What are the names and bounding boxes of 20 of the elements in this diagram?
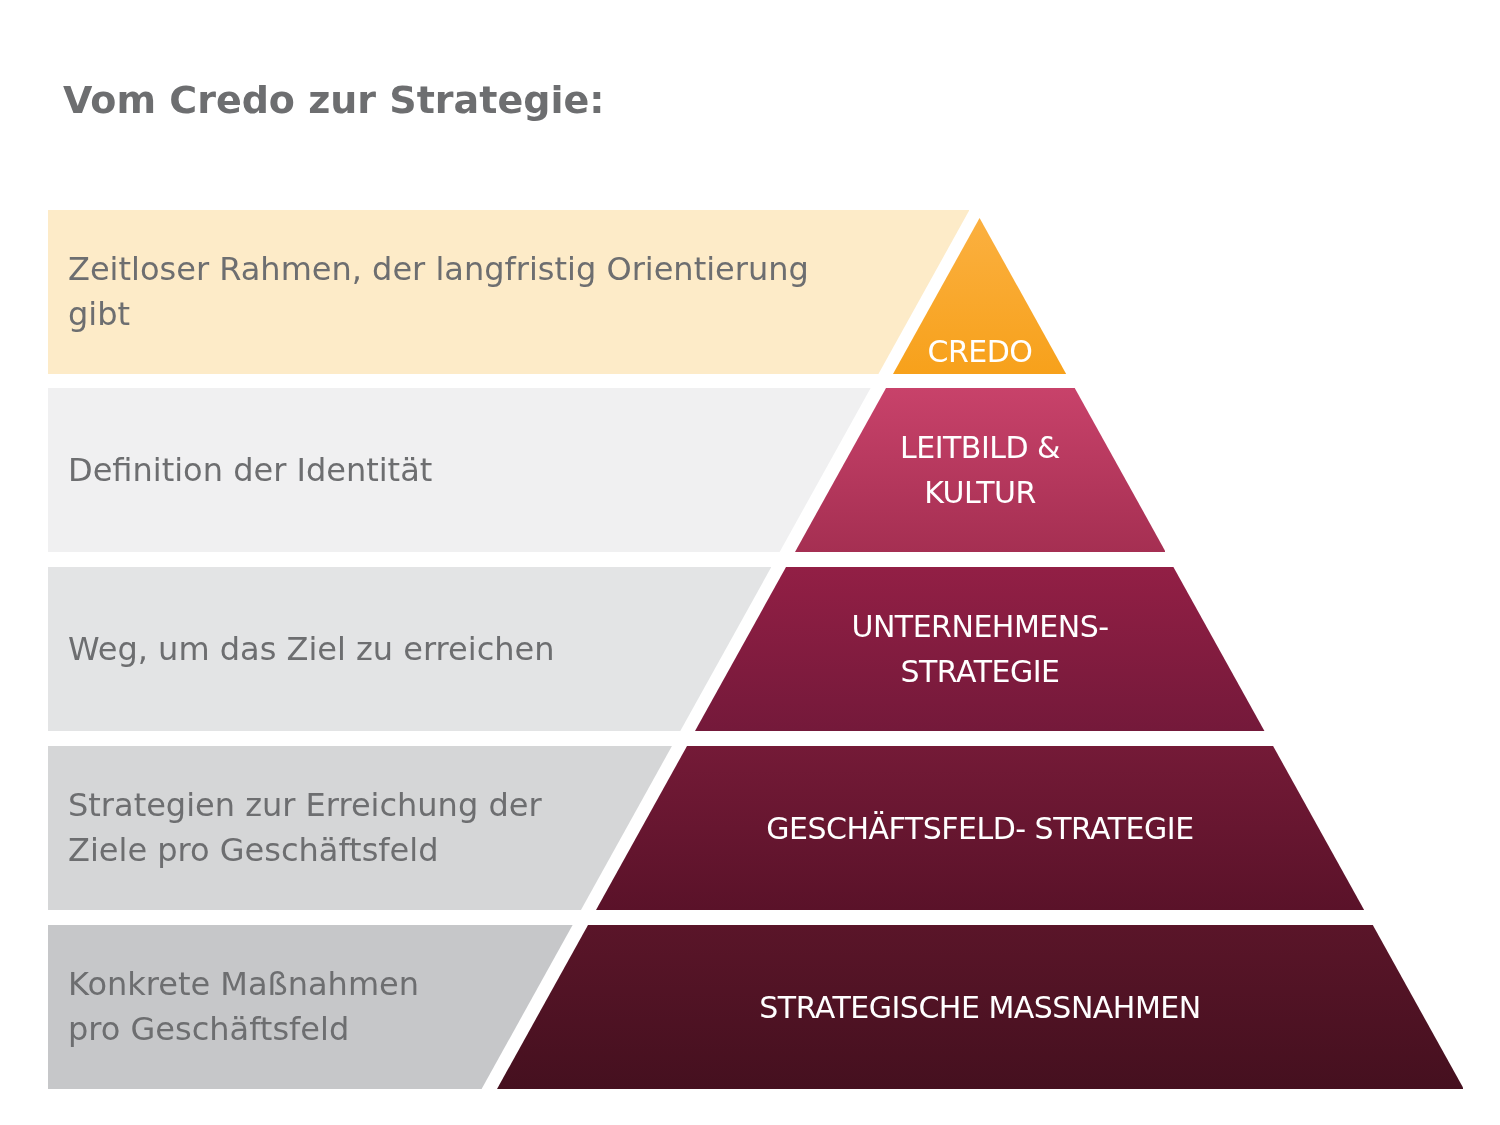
layer-label: LEITBILD & KULTUR — [899, 429, 1061, 512]
description-text: Strategien zur Erreichung der Ziele pro Geschäftsfeld — [68, 785, 543, 871]
description-band — [48, 388, 871, 552]
pyramid-layer — [695, 567, 1265, 731]
description-text: Weg, um das Ziel zu erreichen — [68, 628, 556, 670]
pyramid-layer — [893, 218, 1067, 374]
description-band — [48, 567, 772, 731]
layer-label: GESCHÄFTSFELD- STRATEGIE — [765, 809, 1195, 848]
layer-label: CREDO — [926, 333, 1034, 371]
description-band — [48, 746, 672, 910]
pyramid-layer — [794, 388, 1166, 552]
description-text: Konkrete Maßnahmen pro Geschäftsfeld — [68, 964, 420, 1050]
description-text: Definition der Identität — [68, 449, 434, 491]
pyramid-layer — [595, 746, 1365, 910]
layer-label: STRATEGISCHE MASSNAHMEN — [758, 988, 1202, 1027]
description-text: Zeitloser Rahmen, der langfristig Orientierung gibt — [68, 249, 810, 335]
layer-label: UNTERNEHMENS- STRATEGIE — [850, 608, 1110, 691]
diagram-title: Vom Credo zur Strategie: — [63, 78, 605, 122]
description-band — [48, 925, 573, 1089]
pyramid-layer — [496, 925, 1464, 1089]
